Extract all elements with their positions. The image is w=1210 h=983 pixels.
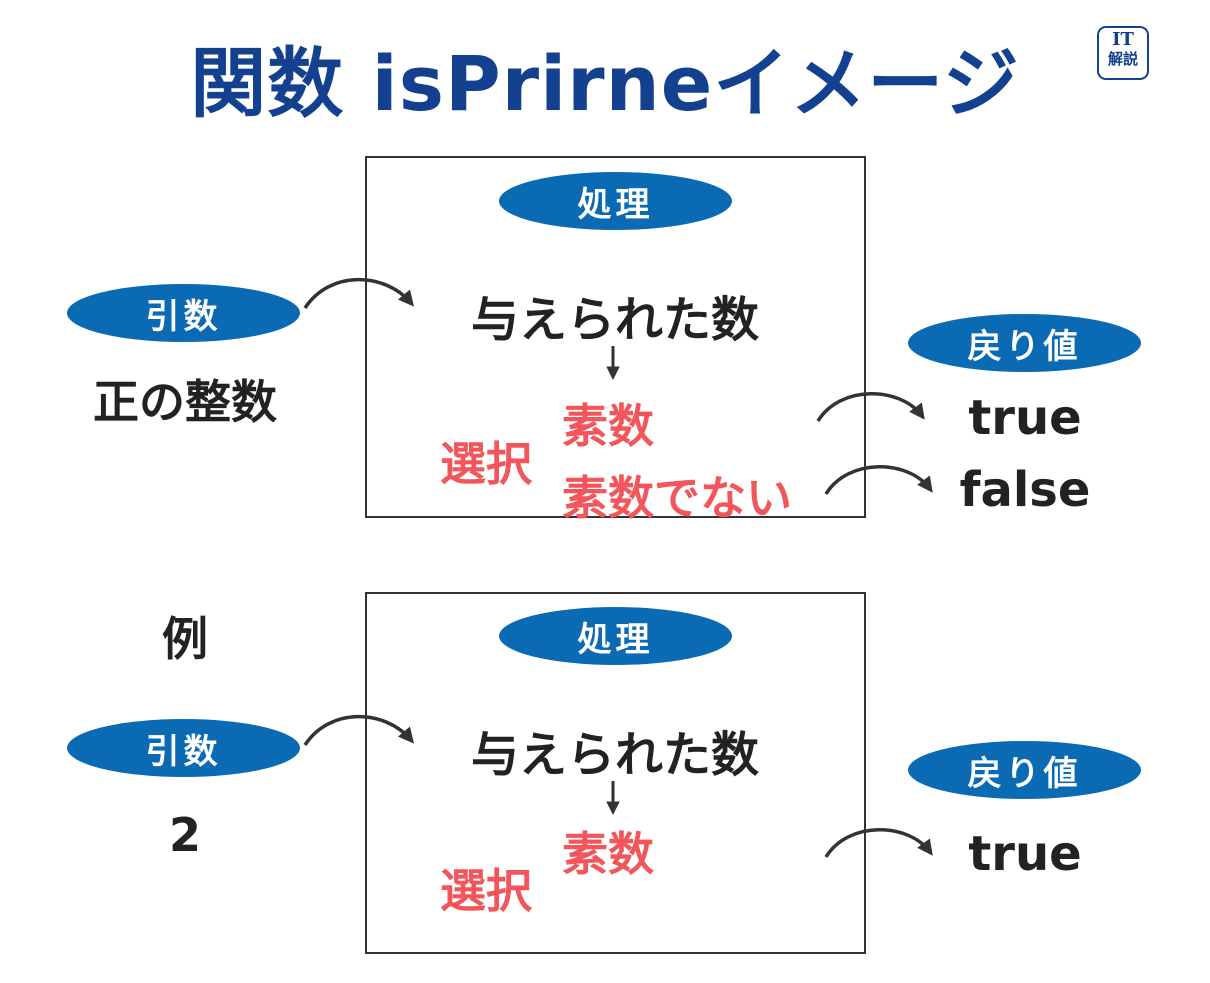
return-false-1: false [959, 462, 1091, 518]
example-label: 例 [162, 612, 208, 666]
process-box-1 [365, 156, 866, 518]
return-label-1: 戻り値 [908, 314, 1141, 372]
process-label-2: 処理 [499, 607, 732, 665]
page-title: 関数 isPrirneイメージ [190, 39, 1020, 128]
option-prime-1: 素数 [562, 399, 654, 453]
select-label-1: 選択 [440, 437, 532, 491]
given-number-2: 与えられた数 [470, 727, 759, 783]
process-label-1: 処理 [499, 172, 732, 230]
logo-line-2: 解説 [1107, 50, 1138, 68]
argument-label-2: 引数 [67, 719, 300, 777]
it-kaisetsu-logo: IT 解説 [1097, 26, 1149, 80]
option-not-prime-1: 素数でない [562, 471, 792, 525]
process-box-2 [365, 592, 866, 954]
argument-value-2: 2 [168, 808, 201, 862]
return-true-2: true [968, 826, 1082, 882]
given-number-1: 与えられた数 [470, 292, 759, 348]
select-label-2: 選択 [440, 864, 532, 918]
logo-line-1: IT [1112, 29, 1134, 50]
argument-value-1: 正の整数 [93, 375, 277, 429]
argument-label-1: 引数 [67, 284, 300, 342]
return-label-2: 戻り値 [908, 741, 1141, 799]
option-prime-2: 素数 [562, 827, 654, 881]
return-true-1: true [968, 390, 1082, 446]
